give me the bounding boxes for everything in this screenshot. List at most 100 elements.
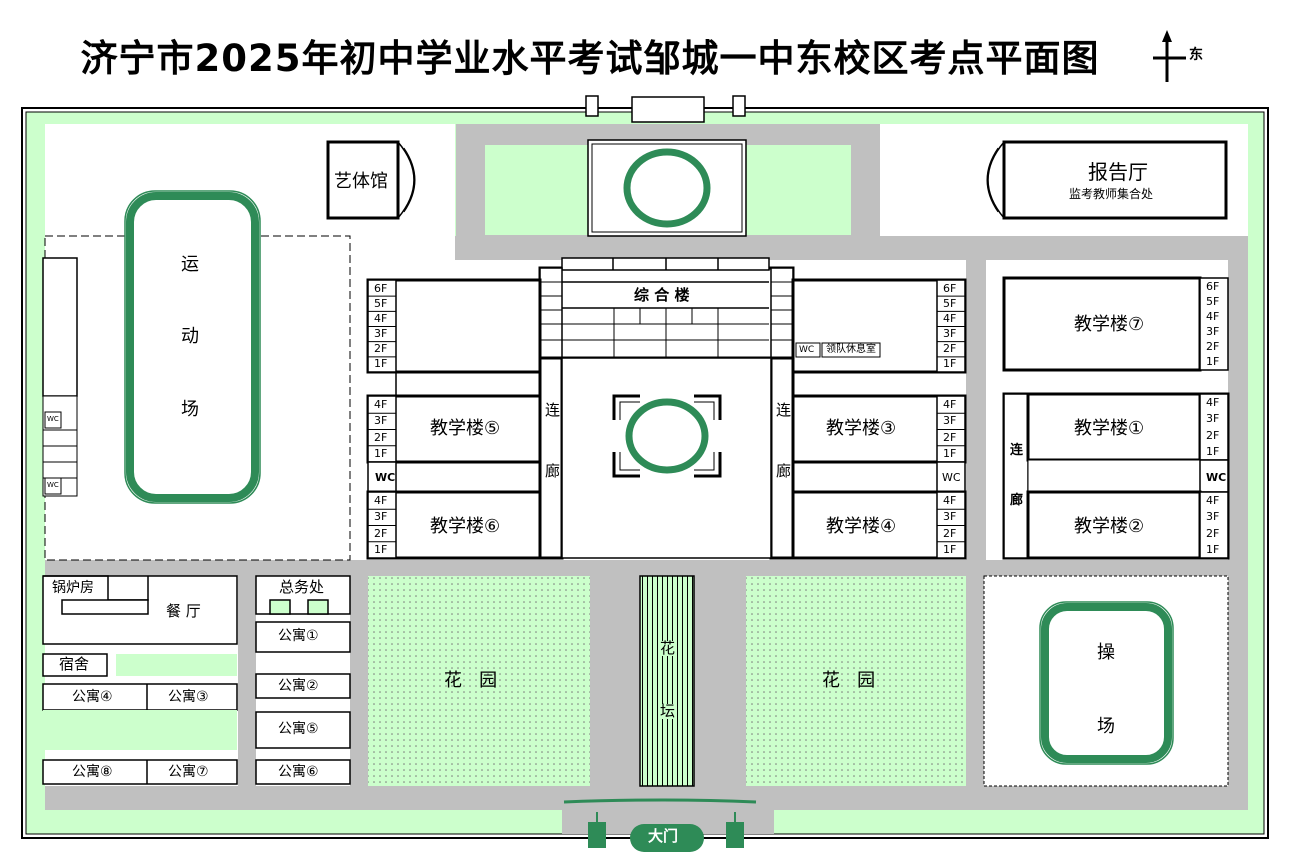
floor-label: 2F xyxy=(374,526,388,540)
tb5-label: 教学楼⑤ xyxy=(430,418,501,439)
wc-east-label: WC xyxy=(942,471,961,484)
tb7-label: 教学楼⑦ xyxy=(1074,314,1145,335)
corridor-left-1: 连 xyxy=(545,401,561,419)
floor-label: 4F xyxy=(374,494,388,508)
main-gate xyxy=(563,798,757,852)
floor-label: 4F xyxy=(943,311,957,325)
sports-field-label-1: 运 xyxy=(181,254,199,275)
fountain-center xyxy=(612,394,722,478)
general-affairs-label: 总务处 xyxy=(279,578,325,596)
floor-label: 2F xyxy=(1206,428,1220,442)
complex-label: 综 合 楼 xyxy=(634,286,690,304)
main-gate-label: 大门 xyxy=(648,827,679,845)
flower-bed xyxy=(639,575,695,787)
garden-east-label: 花 园 xyxy=(822,670,876,691)
floor-label: 3F xyxy=(374,327,388,341)
floor-label: 2F xyxy=(1206,340,1220,354)
floor-label: 2F xyxy=(1206,526,1220,540)
floor-label: 6F xyxy=(943,281,957,295)
floor-label: 3F xyxy=(1206,325,1220,339)
playground-label-2: 场 xyxy=(1097,716,1115,737)
floor-label: 4F xyxy=(1206,494,1220,508)
apt4-label: 公寓④ xyxy=(72,689,113,705)
floor-label: 6F xyxy=(374,281,388,295)
floor-label: 5F xyxy=(1206,294,1220,308)
report-hall-sub-label: 监考教师集合处 xyxy=(1069,187,1154,201)
floor-label: 3F xyxy=(374,414,388,428)
boiler-label: 锅炉房 xyxy=(52,580,94,596)
apt6-label: 公寓⑥ xyxy=(278,764,319,780)
garden-west xyxy=(368,576,590,786)
floor-label: 1F xyxy=(374,357,388,371)
floor-label: 4F xyxy=(374,311,388,325)
flower-bed-label-2: 坛 xyxy=(660,702,676,720)
floor-label: 2F xyxy=(943,342,957,356)
tb1-label: 教学楼① xyxy=(1074,418,1145,439)
art-gym-label: 艺体馆 xyxy=(334,171,388,192)
floor-label: 4F xyxy=(943,494,957,508)
floor-label: 1F xyxy=(374,542,388,556)
floor-label: 1F xyxy=(1206,444,1220,458)
canteen-label: 餐 厅 xyxy=(166,602,201,620)
garden-west-label: 花 园 xyxy=(444,670,498,691)
corridor-east-2: 廊 xyxy=(1010,493,1024,508)
north-gate xyxy=(585,95,746,123)
floor-label: 1F xyxy=(1206,355,1220,369)
floor-label: 3F xyxy=(943,510,957,524)
tb6-label: 教学楼⑥ xyxy=(430,516,501,537)
fountain-north xyxy=(623,148,711,228)
flower-bed-label-1: 花 xyxy=(660,639,676,657)
art-gym xyxy=(326,140,400,220)
wc-north-label: WC xyxy=(47,415,59,423)
complex-wc-label: WC xyxy=(799,345,815,355)
floor-label: 4F xyxy=(1206,396,1220,410)
apt7-label: 公寓⑦ xyxy=(168,764,209,780)
floor-label: 1F xyxy=(374,446,388,460)
floor-label: 2F xyxy=(943,430,957,444)
tb4-label: 教学楼④ xyxy=(826,516,897,537)
apt5-label: 公寓⑤ xyxy=(278,721,319,737)
north-arrow-icon xyxy=(1153,30,1186,82)
floor-label: 3F xyxy=(943,414,957,428)
floor-label: 1F xyxy=(943,542,957,556)
floor-label: 3F xyxy=(374,510,388,524)
report-hall xyxy=(1002,140,1228,220)
floor-label: 1F xyxy=(943,357,957,371)
compass-label: 东 xyxy=(1189,47,1203,63)
corridor-right-2: 廊 xyxy=(776,462,792,480)
floor-label: 5F xyxy=(374,296,388,310)
floor-label: 1F xyxy=(943,446,957,460)
tb2-label: 教学楼② xyxy=(1074,516,1145,537)
floor-label: 2F xyxy=(374,430,388,444)
apt1-label: 公寓① xyxy=(278,628,319,644)
team-rest-label: 领队休息室 xyxy=(826,344,876,355)
floor-label: 3F xyxy=(1206,510,1220,524)
floor-label: 3F xyxy=(943,327,957,341)
floor-label: 3F xyxy=(1206,412,1220,426)
floor-label: 2F xyxy=(943,526,957,540)
floor-label: 1F xyxy=(1206,542,1220,556)
apt3-label: 公寓③ xyxy=(168,689,209,705)
report-hall-label: 报告厅 xyxy=(1088,160,1148,184)
wc-west-label: WC xyxy=(375,471,396,484)
wc-far-east-label: WC xyxy=(1206,471,1227,484)
floor-label: 4F xyxy=(1206,309,1220,323)
garden-east xyxy=(746,576,966,786)
floor-label: 5F xyxy=(943,296,957,310)
apt8-label: 公寓⑧ xyxy=(72,764,113,780)
floor-label: 4F xyxy=(374,398,388,412)
sports-field-label-2: 动 xyxy=(181,326,199,347)
corridor-east-1: 连 xyxy=(1010,443,1024,458)
tb3-label: 教学楼③ xyxy=(826,418,897,439)
dorm-label: 宿舍 xyxy=(59,655,90,673)
map-title: 济宁市2025年初中学业水平考试邹城一中东校区考点平面图 xyxy=(80,37,1100,80)
complex-building xyxy=(538,257,795,360)
sports-field-label-3: 场 xyxy=(181,399,199,420)
apt2-label: 公寓② xyxy=(278,678,319,694)
corridor-right-1: 连 xyxy=(776,401,792,419)
floor-label: 4F xyxy=(943,398,957,412)
floor-label: 2F xyxy=(374,342,388,356)
playground-label-1: 操 xyxy=(1097,642,1115,663)
corridor-left-2: 廊 xyxy=(545,462,561,480)
